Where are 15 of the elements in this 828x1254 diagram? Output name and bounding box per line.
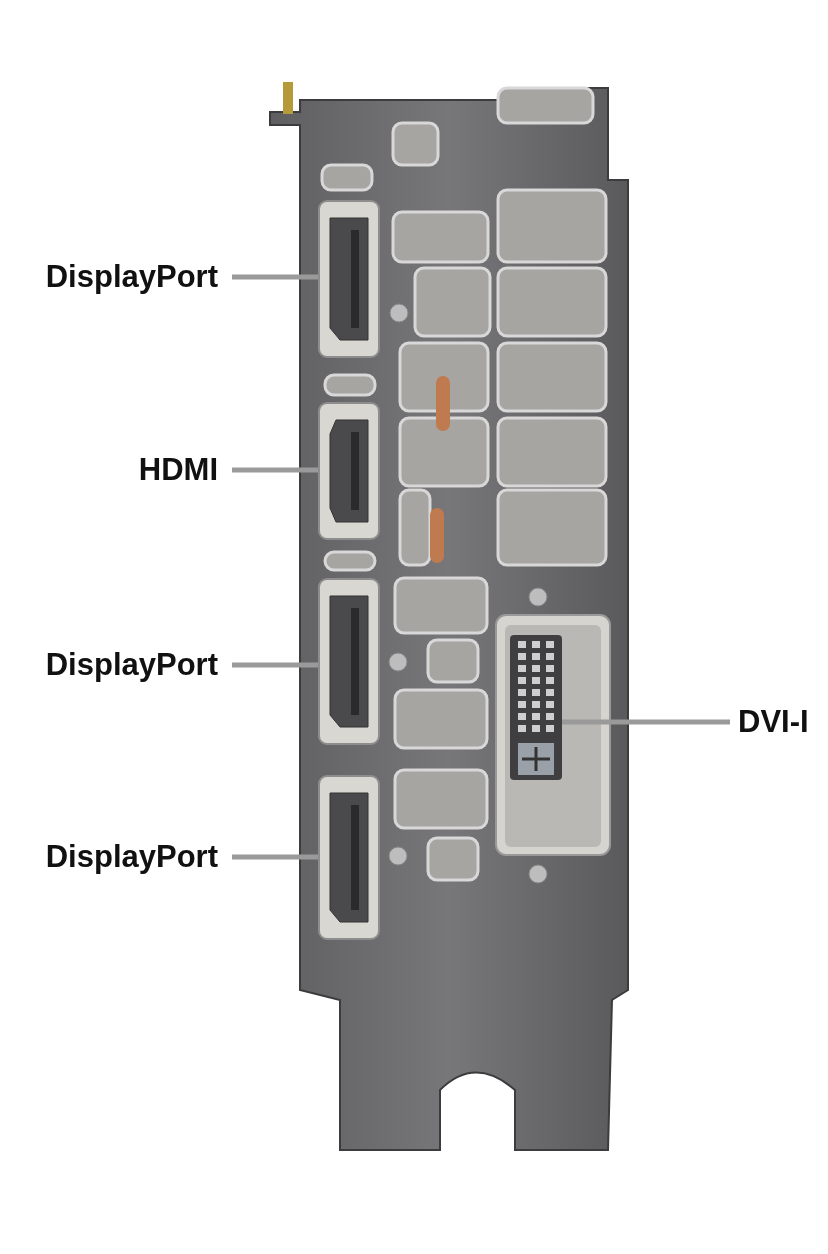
port-label: DisplayPort xyxy=(0,837,218,877)
leader-line xyxy=(232,467,318,473)
leader-line xyxy=(562,719,730,725)
leader-line xyxy=(232,274,318,280)
displayport-connector-drawing xyxy=(318,775,380,940)
port-label: HDMI xyxy=(0,450,218,490)
dvi-connector-drawing xyxy=(510,635,562,780)
leader-line xyxy=(232,854,318,860)
port-label: DisplayPort xyxy=(0,257,218,297)
port-label: DVI-I xyxy=(738,702,828,742)
leader-line xyxy=(232,662,318,668)
hdmi-connector-drawing xyxy=(318,402,380,540)
displayport-connector-drawing xyxy=(318,200,380,358)
port-label: DisplayPort xyxy=(0,645,218,685)
displayport-connector-drawing xyxy=(318,578,380,745)
